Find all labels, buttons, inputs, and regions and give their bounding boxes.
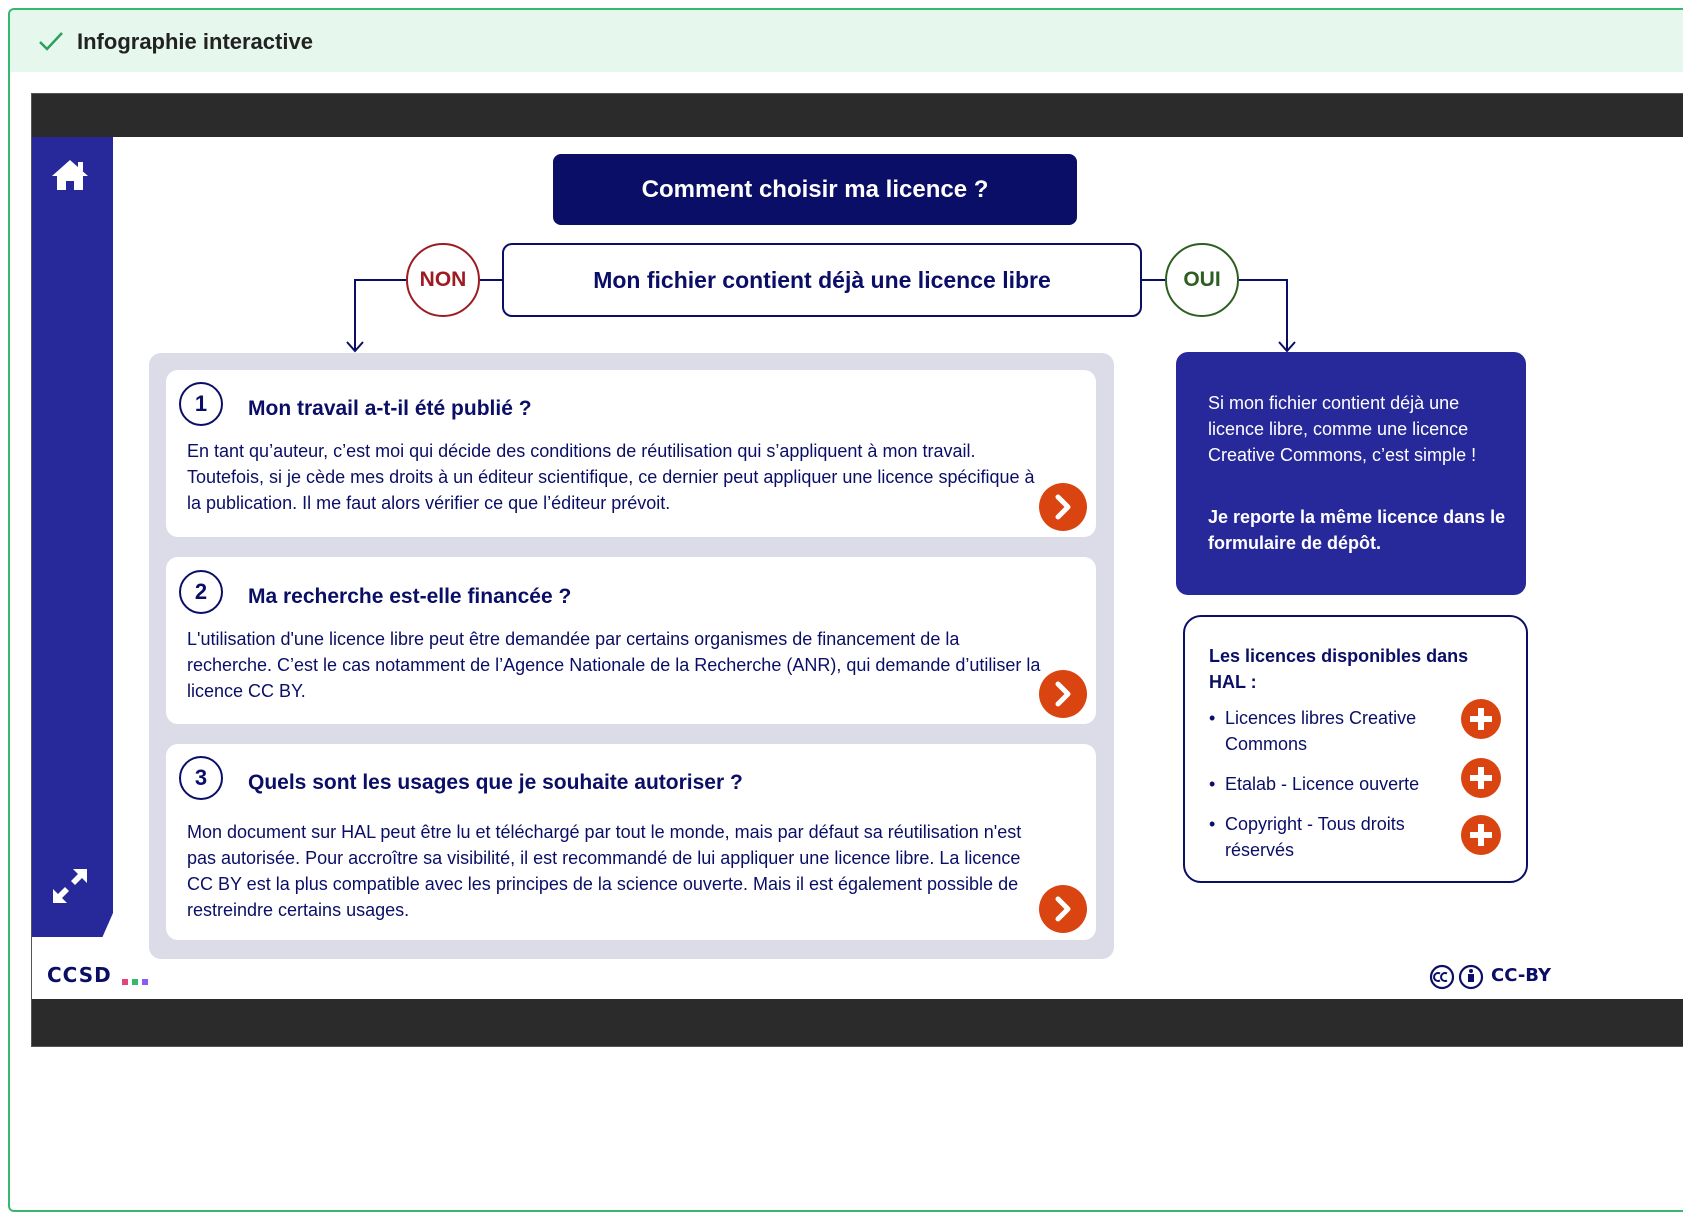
step-3-next-button[interactable] [1039,885,1087,933]
licence-label: Copyright - Tous droits réservés [1225,814,1405,860]
check-icon [39,32,63,51]
licences-title: Les licences disponibles dans HAL : [1209,646,1469,692]
step-card-3: 3 Quels sont les usages que je souhaite … [166,744,1096,940]
home-icon[interactable] [49,157,91,193]
bullet: • [1209,708,1216,728]
cc-by-icon [1429,964,1484,990]
question-box: Mon fichier contient déjà une licence li… [502,243,1142,317]
plus-icon [1470,708,1492,730]
step-text: En tant qu’auteur, c’est moi qui décide … [187,441,1035,513]
card-title: Infographie interactive [77,29,313,54]
licence-2-expand-button[interactable] [1461,758,1501,798]
plus-icon [1470,767,1492,789]
licences-panel: Les licences disponibles dans HAL : • Li… [1183,615,1528,883]
oui-panel-highlight: Je reporte la même licence dans le formu… [1208,507,1506,553]
plus-icon [1470,824,1492,846]
non-badge: NON [406,243,480,317]
oui-panel: Si mon fichier contient déjà une licence… [1176,352,1526,595]
chevron-right-icon [1055,896,1071,922]
license-label: CC-BY [1491,965,1552,986]
step-1-next-button[interactable] [1039,483,1087,531]
card-header: Infographie interactive [10,10,1683,72]
steps-panel: 1 Mon travail a-t-il été publié ? En tan… [149,353,1114,959]
ccsd-logo: CCSD [47,963,112,987]
licence-label: Etalab - Licence ouverte [1225,774,1420,794]
bullet: • [1209,814,1216,834]
oui-panel-text: Si mon fichier contient déjà une licence… [1208,393,1477,465]
step-number: 2 [179,570,223,614]
step-title: Mon travail a-t-il été publié ? [248,397,532,420]
licence-3-expand-button[interactable] [1461,815,1501,855]
licence-1-expand-button[interactable] [1461,699,1501,739]
step-title: Ma recherche est-elle financée ? [248,585,572,608]
step-number: 3 [179,756,223,800]
step-title: Quels sont les usages que je souhaite au… [248,771,743,794]
logo-dots [122,979,148,985]
infographic-stage: Comment choisir ma licence ? Mon fichier… [32,137,1683,999]
step-number: 1 [179,382,223,426]
step-2-next-button[interactable] [1039,670,1087,718]
bullet: • [1209,774,1216,794]
step-card-1: 1 Mon travail a-t-il été publié ? En tan… [166,370,1096,537]
infographic-title: Comment choisir ma licence ? [553,154,1077,225]
licence-label: Licences libres Creative Commons [1225,708,1417,754]
step-text: L'utilisation d'une licence libre peut ê… [187,629,1041,701]
expand-icon[interactable] [49,865,91,907]
oui-badge: OUI [1165,243,1239,317]
step-text: Mon document sur HAL peut être lu et tél… [187,822,1022,920]
sidebar [32,137,113,937]
chevron-right-icon [1055,494,1071,520]
chevron-right-icon [1055,681,1071,707]
step-card-2: 2 Ma recherche est-elle financée ? L'uti… [166,557,1096,724]
